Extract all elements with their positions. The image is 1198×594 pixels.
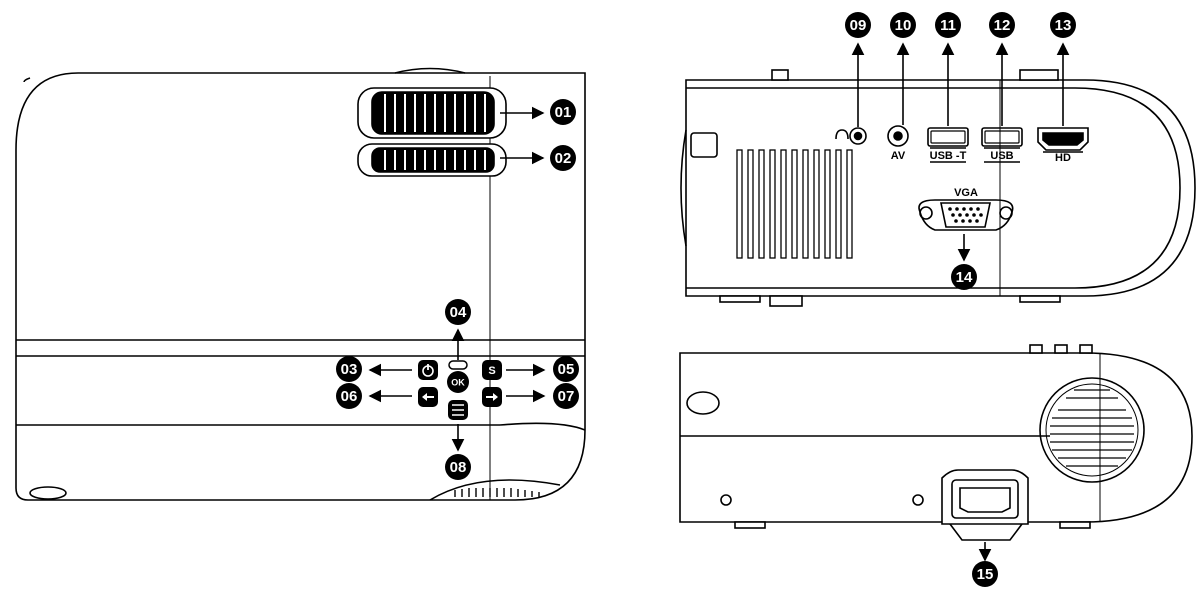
callout-15-label: 15 [977,566,994,583]
callout-04-label: 04 [450,304,467,321]
power-button[interactable] [418,360,438,380]
hd-label: HD [1055,152,1071,164]
av-port [887,125,909,147]
callout-05: 05 [553,356,579,382]
callout-05-label: 05 [558,361,575,378]
side-view-body [679,352,1193,523]
vga-label: VGA [954,187,978,199]
headphone-icon [835,129,849,140]
foot-pad [29,486,67,500]
arrow-left-icon [422,393,434,401]
callouts: 01 02 03 04 05 06 07 08 [336,12,1076,587]
usb-label: USB [990,150,1013,162]
left-button[interactable] [418,387,438,407]
hdmi-port [1037,127,1089,151]
power-inlet [941,469,1029,541]
side-oval-button [686,391,720,415]
headphone-port [835,127,867,145]
callout-11: 11 [935,12,961,38]
source-label: S [488,365,495,377]
top-view [15,67,586,501]
usb-port [981,127,1023,147]
callout-03-label: 03 [341,361,358,378]
callout-10: 10 [890,12,916,38]
lens-grille [454,488,540,497]
usb-t-port [927,127,969,147]
top-view-body [15,72,586,501]
arrow-right-icon [486,393,498,401]
callout-11-label: 11 [940,17,956,34]
callout-15: 15 [972,561,998,587]
speaker-grille [1039,377,1145,483]
callout-08: 08 [445,454,471,480]
callout-12-label: 12 [994,17,1011,34]
menu-icon [452,404,464,416]
callout-14: 14 [951,264,977,290]
ok-label: OK [451,378,465,388]
callout-03: 03 [336,356,362,382]
rear-view-body [685,79,1196,297]
callout-10-label: 10 [895,17,912,34]
leader-lines [368,42,1070,562]
control-buttons: OK S [418,360,502,420]
usb-t-label: USB -T [930,150,967,162]
callout-13: 13 [1050,12,1076,38]
ok-button[interactable]: OK [447,371,469,393]
rear-vents [736,149,853,259]
callout-01: 01 [550,99,576,125]
menu-button[interactable] [448,400,468,420]
vga-port [918,199,1014,231]
callout-01-label: 01 [555,104,572,121]
callout-07: 07 [553,383,579,409]
callout-02-label: 02 [555,150,572,167]
rear-view [680,69,1196,307]
source-button[interactable]: S [482,360,502,380]
callout-09: 09 [845,12,871,38]
callout-09-label: 09 [850,17,867,34]
callout-02: 02 [550,145,576,171]
focus-ring [357,87,507,139]
callout-07-label: 07 [558,388,575,405]
callout-04: 04 [445,299,471,325]
keystone-ring [357,143,507,177]
av-label: AV [891,150,906,162]
callout-12: 12 [989,12,1015,38]
callout-13-label: 13 [1055,17,1072,34]
right-button[interactable] [482,387,502,407]
side-view [679,344,1193,541]
callout-14-label: 14 [956,269,973,286]
callout-06: 06 [336,383,362,409]
callout-08-label: 08 [450,459,467,476]
up-button[interactable] [448,360,468,370]
callout-06-label: 06 [341,388,358,405]
